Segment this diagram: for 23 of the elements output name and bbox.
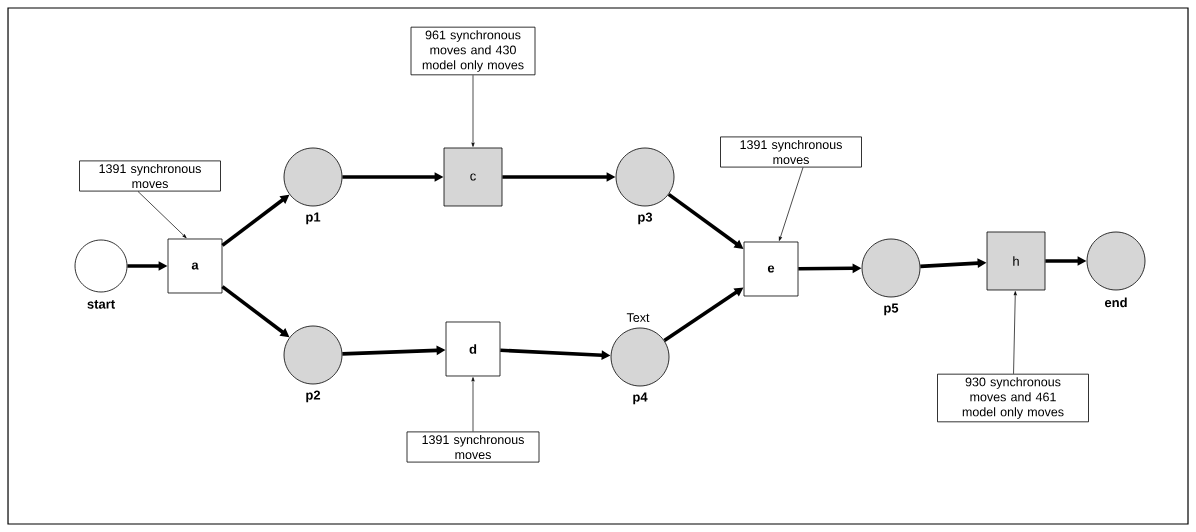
place-label: p5 xyxy=(884,303,899,316)
callout-box: 961 synchronous moves and 430 model only moves xyxy=(410,26,536,76)
place-label: p3 xyxy=(638,212,653,225)
leader-line xyxy=(471,377,475,432)
annotation-text: Text xyxy=(626,313,650,322)
leader-line xyxy=(1013,291,1017,375)
leader-line xyxy=(137,191,187,239)
place-label: start xyxy=(87,300,115,309)
place-label: p2 xyxy=(306,390,321,403)
transition-box: h xyxy=(986,231,1046,291)
leader-line xyxy=(778,167,804,241)
callout-box: 1391 synchronous moves xyxy=(79,160,221,192)
callout-box: 930 synchronous moves and 461 model only moves xyxy=(937,373,1089,423)
place-label: p1 xyxy=(306,212,321,225)
transition-box: c xyxy=(443,147,503,207)
transition-box: a xyxy=(167,238,223,294)
place-label: end xyxy=(1104,297,1127,308)
leader-line xyxy=(471,74,475,147)
transition-box: e xyxy=(743,241,799,297)
callout-box: 1391 synchronous moves xyxy=(720,136,862,168)
place-label: p4 xyxy=(633,392,648,405)
transition-box: d xyxy=(445,321,501,377)
callout-box: 1391 synchronous moves xyxy=(406,431,540,463)
